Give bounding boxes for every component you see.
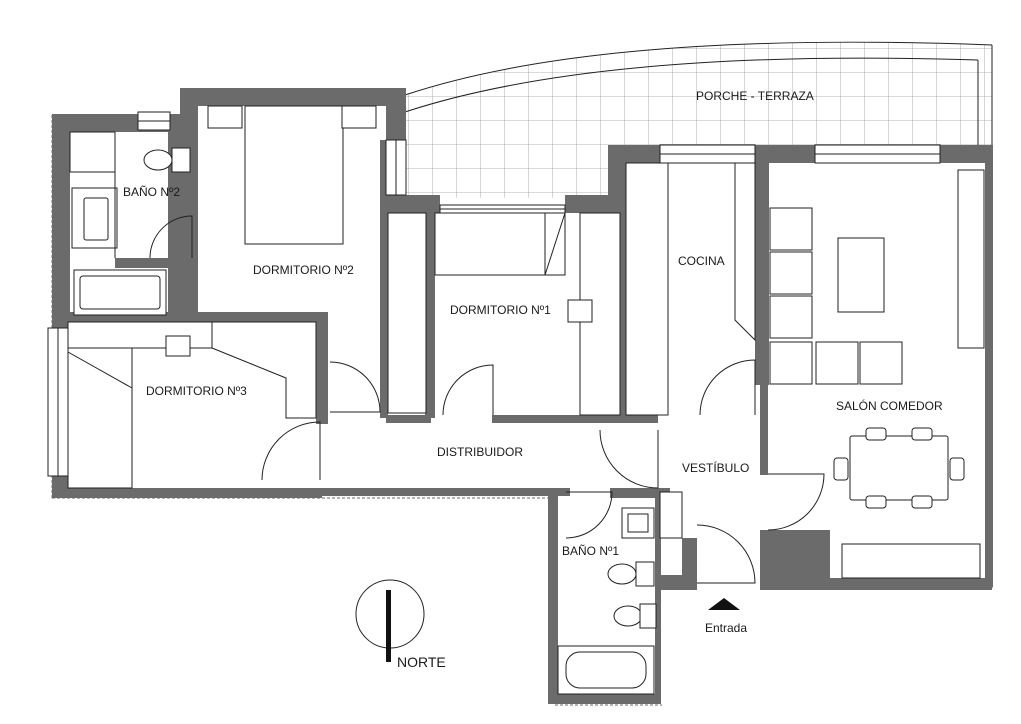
label-bed2: DORMITORIO Nº2 xyxy=(253,263,354,277)
bed2-furniture xyxy=(207,105,377,245)
windows xyxy=(47,111,941,477)
bath2-door[interactable] xyxy=(149,215,193,259)
label-bath2: BAÑO Nº2 xyxy=(123,185,180,199)
living-furniture xyxy=(769,169,985,579)
north-label: NORTE xyxy=(397,654,446,670)
kitchen-door[interactable] xyxy=(699,359,756,416)
bed3-furniture xyxy=(67,321,317,489)
north-compass-icon xyxy=(355,579,425,662)
label-lobby: VESTÍBULO xyxy=(682,460,749,475)
label-living: SALÓN COMEDOR xyxy=(836,398,943,413)
label-hall: DISTRIBUIDOR xyxy=(437,445,523,459)
entrance-arrow-icon xyxy=(708,598,740,610)
label-bed1: DORMITORIO Nº1 xyxy=(450,303,551,317)
bed1-furniture xyxy=(434,212,621,416)
terrace xyxy=(404,41,993,198)
lobby-door[interactable] xyxy=(599,429,659,489)
label-bed3: DORMITORIO Nº3 xyxy=(146,384,247,398)
bath1-fixtures xyxy=(557,491,683,695)
bath1-door[interactable] xyxy=(565,491,613,539)
entrance-door[interactable] xyxy=(696,524,756,584)
entrance-label: Entrada xyxy=(705,621,747,635)
living-door[interactable] xyxy=(767,473,825,531)
bed2-door[interactable] xyxy=(329,361,381,413)
label-bath1: BAÑO Nº1 xyxy=(562,544,619,558)
closet xyxy=(387,212,427,414)
bed3-door[interactable] xyxy=(261,421,321,481)
label-terrace: PORCHE - TERRAZA xyxy=(696,89,814,103)
bath2-fixtures xyxy=(69,131,191,316)
bed1-door[interactable] xyxy=(442,364,494,416)
kitchen-fixtures xyxy=(625,162,756,416)
label-kitchen: COCINA xyxy=(678,254,725,268)
